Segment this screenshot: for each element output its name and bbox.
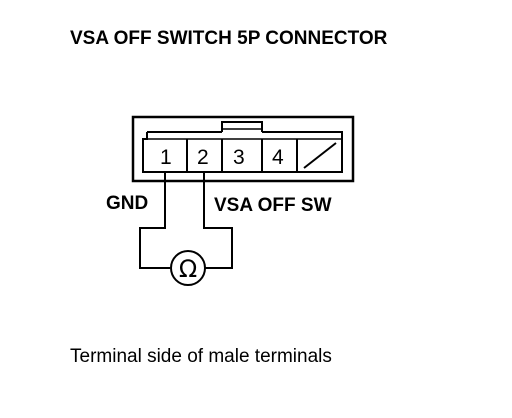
caption: Terminal side of male terminals: [70, 346, 332, 367]
pin-number-4: 4: [272, 146, 284, 169]
vsa-off-sw-label: VSA OFF SW: [214, 195, 332, 216]
empty-cavity-mark: [303, 142, 337, 169]
pin-number-2: 2: [197, 146, 209, 169]
gnd-label: GND: [106, 193, 148, 214]
pin-number-1: 1: [160, 146, 172, 169]
probe-wire-gnd: [139, 172, 170, 269]
diagram-title: VSA OFF SWITCH 5P CONNECTOR: [70, 28, 388, 49]
pin-number-3: 3: [233, 146, 245, 169]
probe-wire-vsa-off-sw: [203, 172, 233, 269]
ohm-symbol: Ω: [179, 255, 197, 283]
connector-housing: [131, 115, 355, 183]
ohmmeter-circle: [170, 250, 206, 286]
locking-tab: [221, 121, 263, 132]
